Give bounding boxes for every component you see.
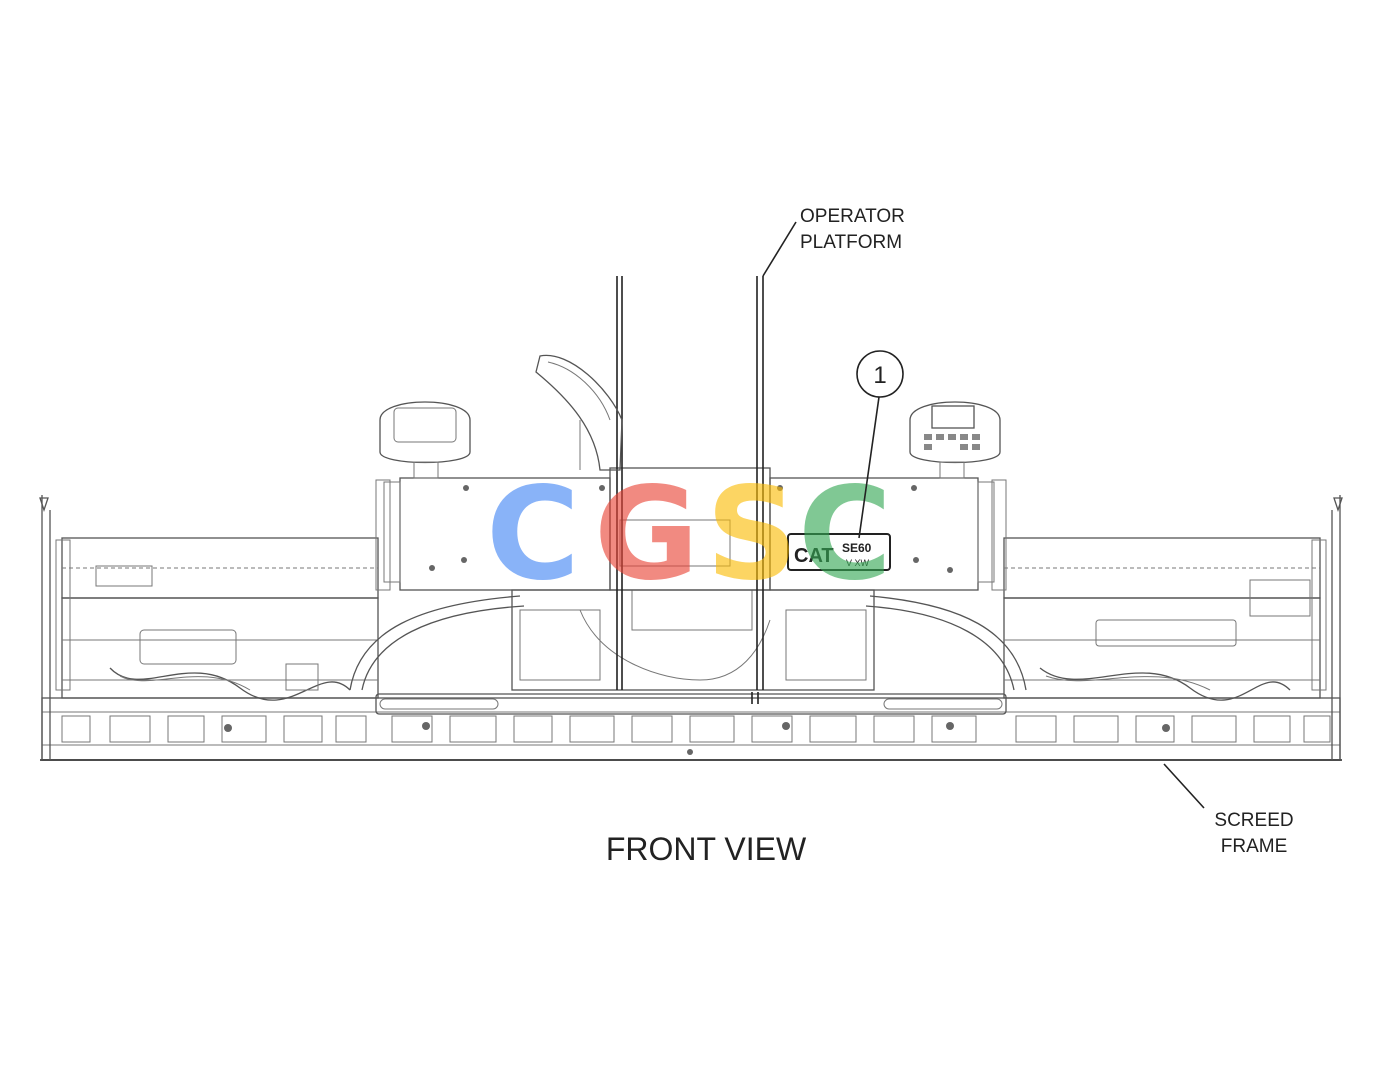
screed-frame [40,692,1342,761]
watermark-letter-g: G [594,460,699,609]
decal-model: SE60 [842,541,872,555]
operator-platform [349,276,1027,691]
screed-label-line2: FRAME [1221,836,1288,857]
callout-number: 1 [873,362,886,389]
watermark-letter-s: S [706,460,798,609]
decal-brand: CAT [794,545,834,567]
watermark-letter-c2: C [798,460,892,609]
operator-label-line2: PLATFORM [800,232,902,253]
operator-label-line1: OPERATOR [800,206,905,227]
decal-variant: V XW [846,558,870,568]
watermark-logo: C G S C [486,460,892,609]
screed-frame-label: SCREED FRAME [1163,763,1294,857]
view-caption: FRONT VIEW [606,831,807,867]
screed-label-line1: SCREED [1214,810,1293,831]
watermark-letter-c1: C [486,460,580,609]
right-screed-extension [1003,495,1343,760]
left-screed-extension [39,495,379,760]
cat-decal: CAT SE60 V XW [787,533,891,571]
operator-platform-label: OPERATOR PLATFORM [762,206,905,277]
callout-1: 1 [856,350,904,539]
